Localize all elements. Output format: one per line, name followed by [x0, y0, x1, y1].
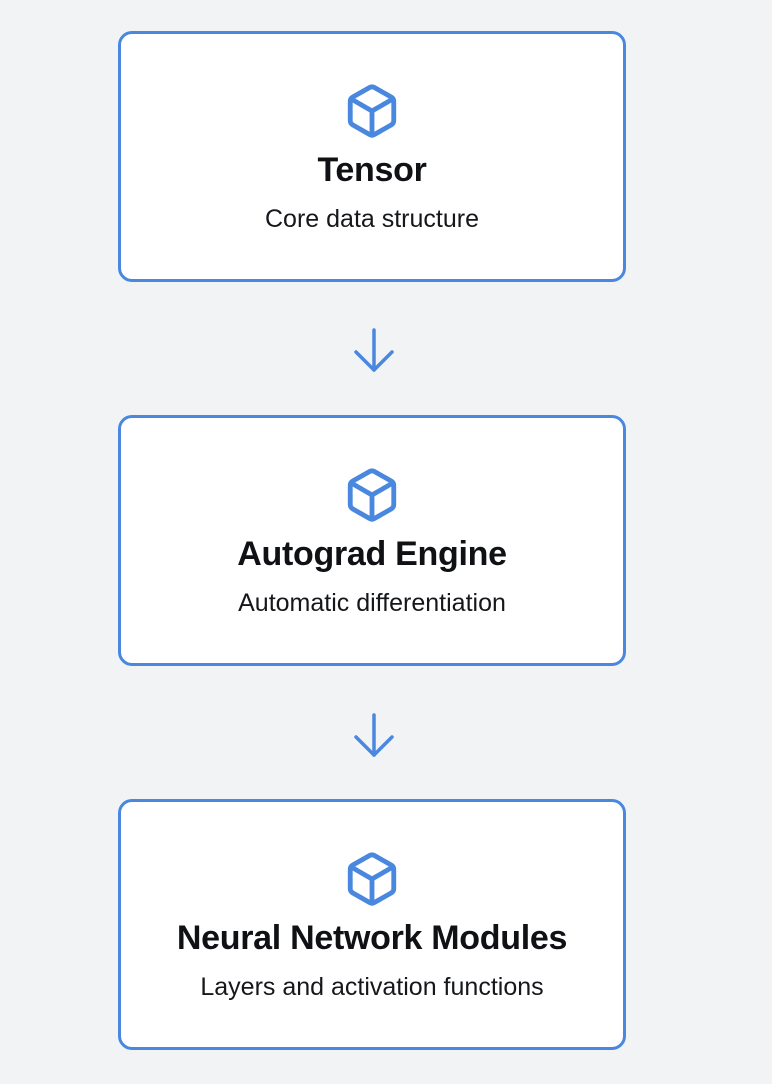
node-subtitle: Automatic differentiation	[238, 589, 506, 617]
arrow-down-icon	[350, 711, 398, 761]
node-title: Autograd Engine	[237, 535, 507, 573]
node-tensor: Tensor Core data structure	[118, 31, 626, 282]
cube-icon	[343, 82, 401, 140]
node-title: Tensor	[317, 151, 427, 189]
node-neural-network-modules: Neural Network Modules Layers and activa…	[118, 799, 626, 1050]
node-subtitle: Layers and activation functions	[200, 973, 544, 1001]
node-title: Neural Network Modules	[176, 919, 568, 957]
arrow-down-icon	[350, 326, 398, 376]
cube-icon	[343, 466, 401, 524]
node-subtitle: Core data structure	[265, 205, 479, 233]
node-autograd-engine: Autograd Engine Automatic differentiatio…	[118, 415, 626, 666]
cube-icon	[343, 850, 401, 908]
